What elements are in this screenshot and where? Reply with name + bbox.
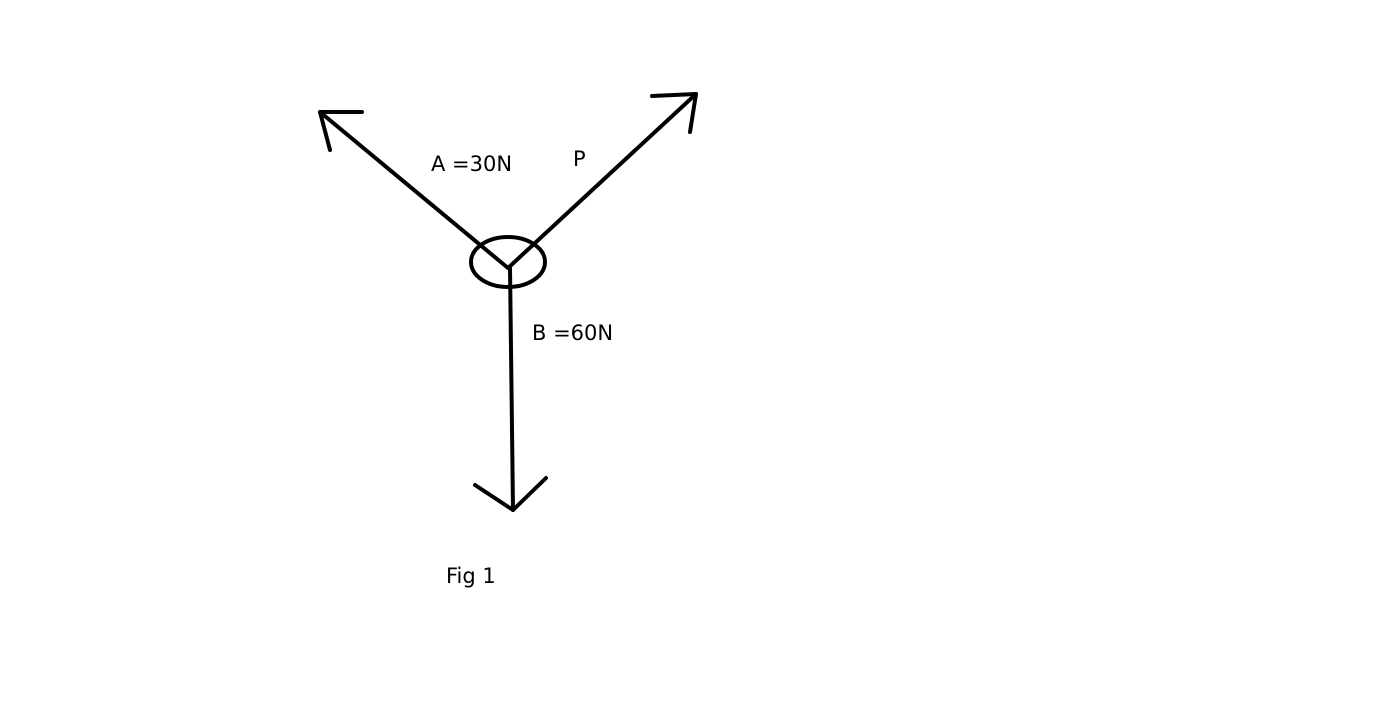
force-p-label: P bbox=[573, 147, 586, 171]
force-a-shaft bbox=[318, 110, 510, 270]
figure-caption: Fig 1 bbox=[446, 564, 496, 588]
force-p-arrow bbox=[506, 92, 698, 270]
force-a-label: A =30N bbox=[431, 152, 513, 176]
force-b-label: B =60N bbox=[532, 321, 614, 345]
force-b-arrow bbox=[473, 266, 548, 512]
force-a-arrow bbox=[318, 110, 510, 270]
force-p-shaft bbox=[506, 92, 698, 270]
force-p-arrowhead bbox=[650, 92, 698, 134]
junction-ring bbox=[469, 235, 547, 289]
force-b-shaft bbox=[508, 266, 515, 512]
force-b-arrowhead bbox=[473, 476, 548, 512]
force-a-arrowhead bbox=[318, 110, 364, 152]
